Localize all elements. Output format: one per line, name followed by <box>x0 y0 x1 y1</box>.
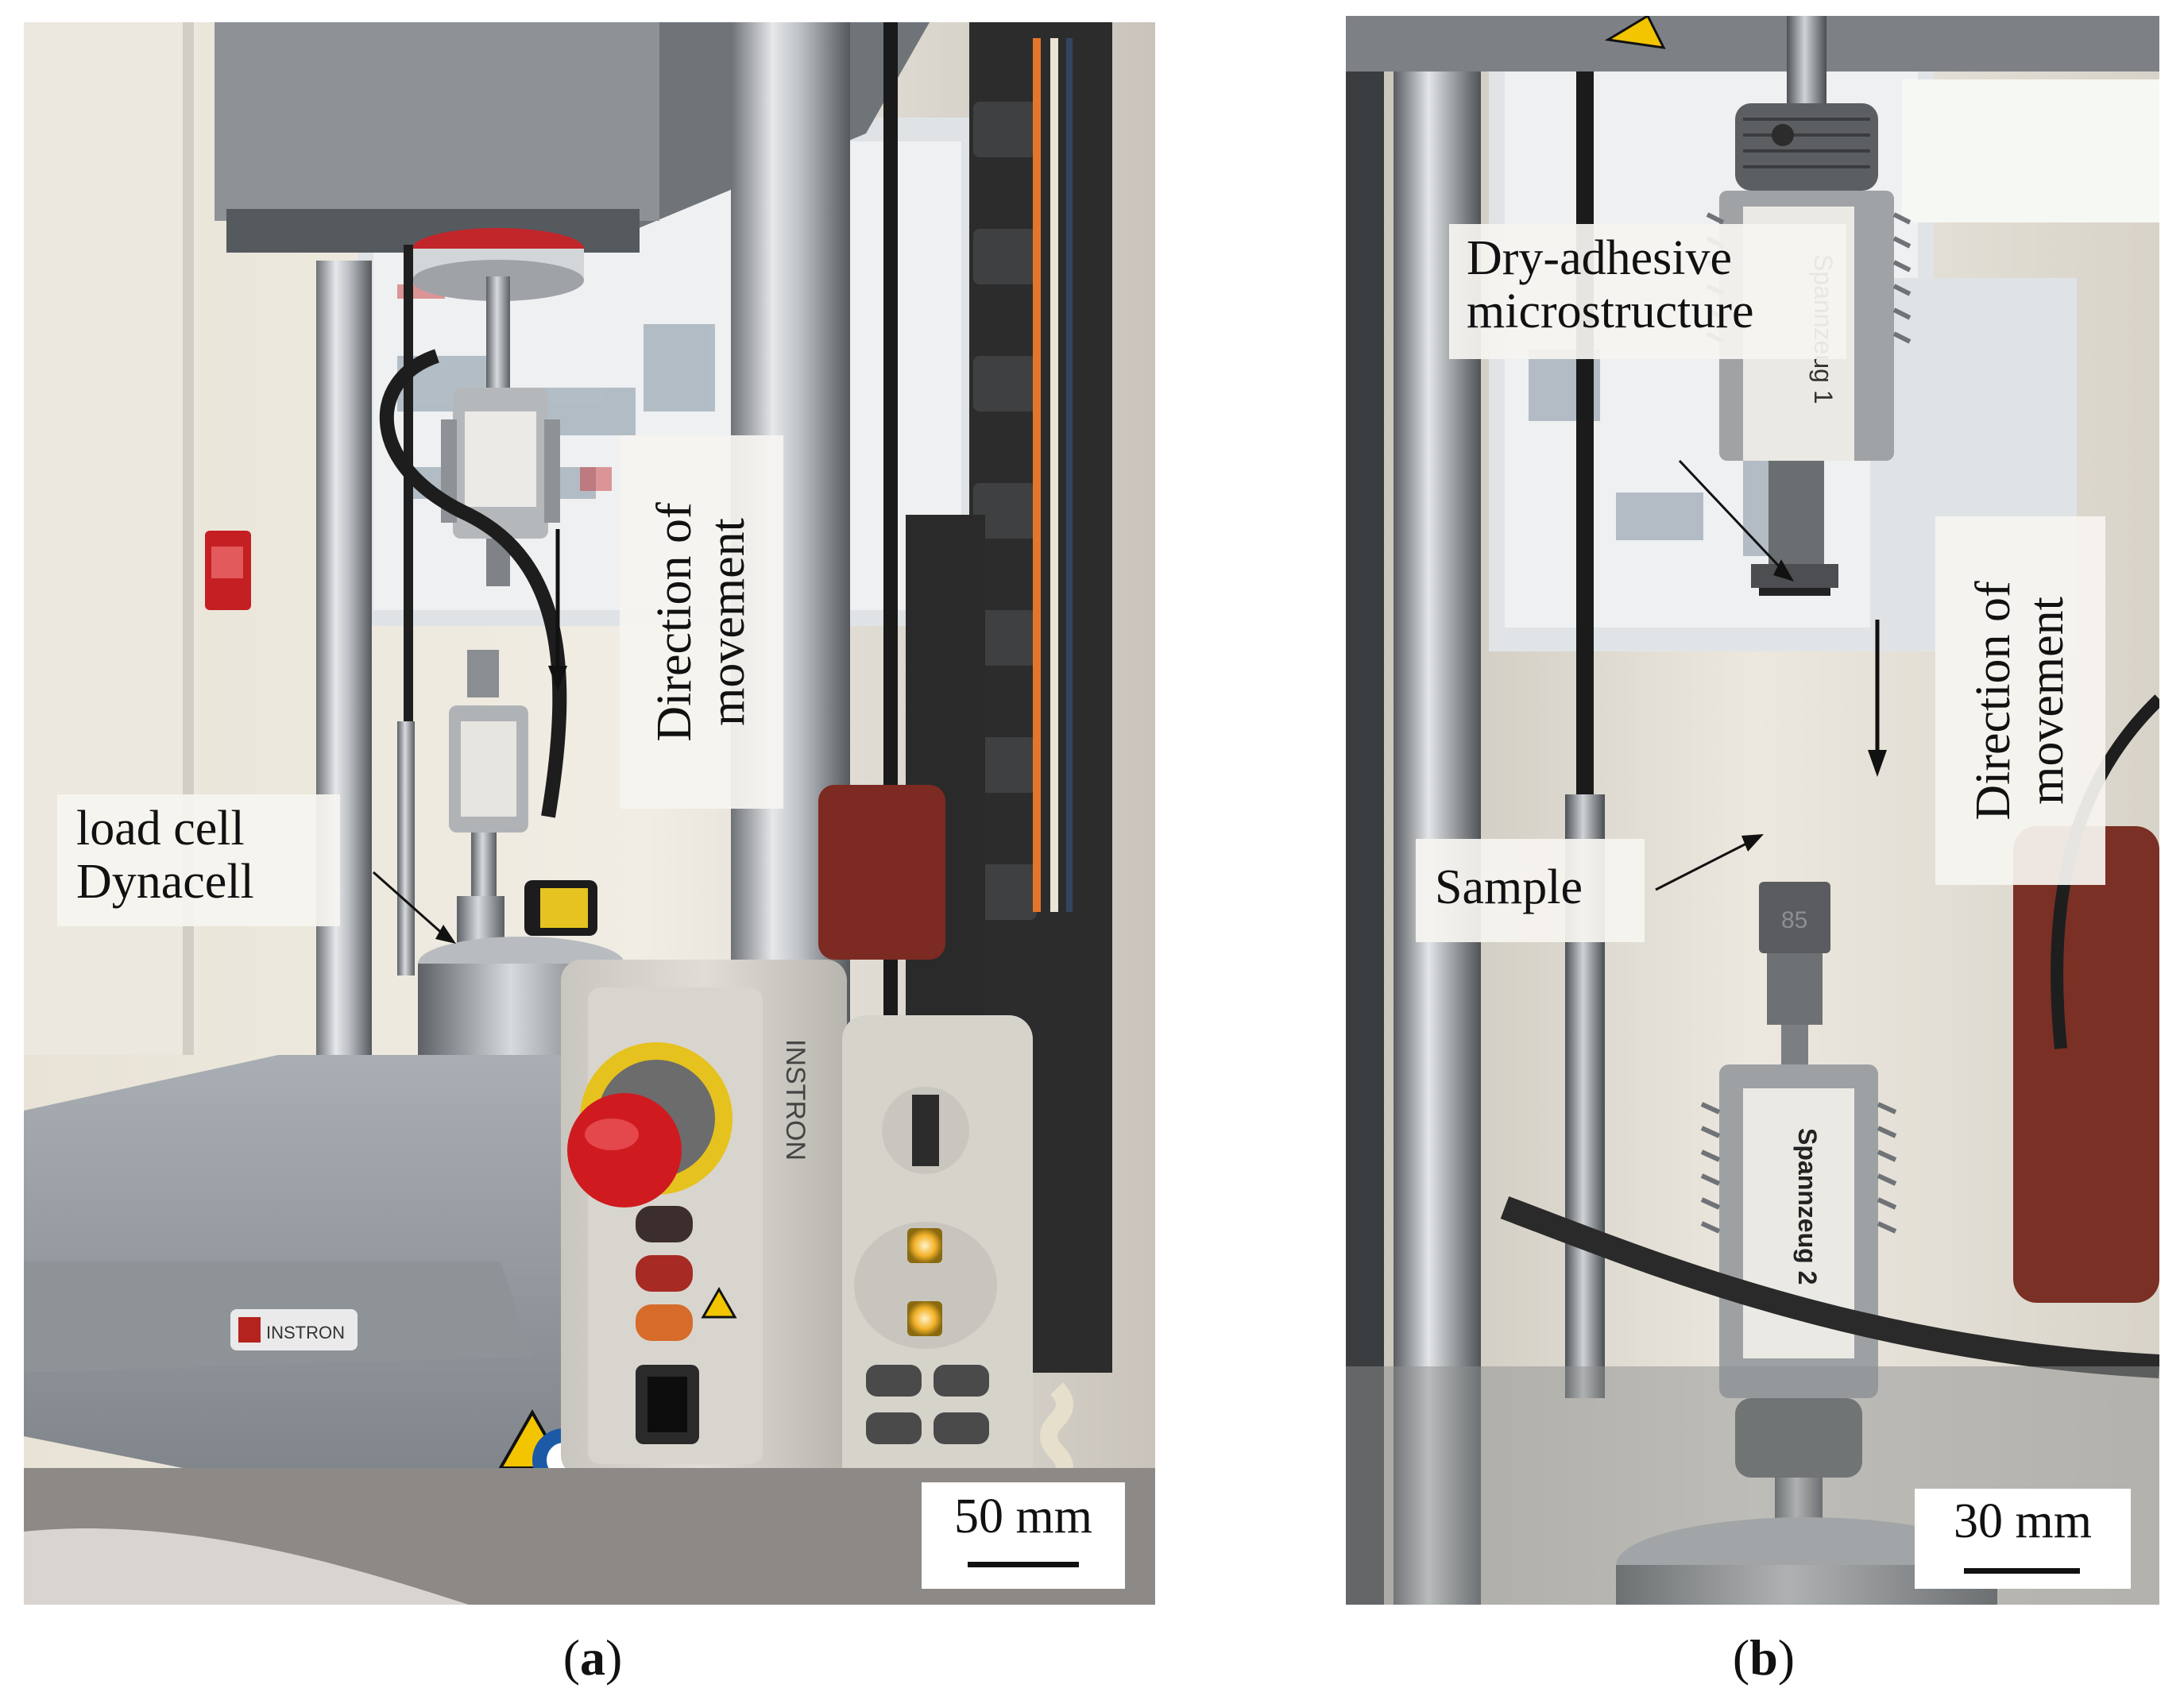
brand-plate-text: INSTRON <box>266 1323 345 1343</box>
load-cell-label: load cell Dynacell <box>57 794 340 926</box>
photo-panel-a: INSTRON INSTRON <box>24 22 1155 1605</box>
caption-a-open: ( <box>562 1629 580 1686</box>
caption-a-close: ) <box>605 1629 623 1686</box>
scale-bar-a-line <box>968 1562 1079 1567</box>
scale-bar-b-text: 30 mm <box>1954 1494 2092 1548</box>
load-cell-label-line2: Dynacell <box>76 854 254 909</box>
direction-label-a: Direction of movement <box>620 435 783 809</box>
scale-bar-b: 30 mm <box>1915 1489 2131 1589</box>
direction-label-b-line1: Direction of <box>1966 581 2021 821</box>
caption-b: (b) <box>1684 1629 1843 1687</box>
pendant-brand-text: INSTRON <box>780 1039 810 1161</box>
dry-adhesive-label-line2: microstructure <box>1467 284 1754 338</box>
scale-bar-b-line <box>1964 1568 2080 1574</box>
sample-label: Sample <box>1416 839 1645 942</box>
caption-a: (a) <box>513 1629 672 1687</box>
dry-adhesive-label: Dry-adhesive microstructure <box>1449 224 1846 359</box>
caption-b-open: ( <box>1732 1629 1750 1686</box>
photo-panel-b: Spannzeug 1 85 Spannzeug 2 <box>1346 16 2159 1605</box>
direction-label-b: Direction of movement <box>1935 516 2105 885</box>
caption-b-letter: b <box>1749 1629 1778 1686</box>
fixture-2-text: Spannzeug 2 <box>1793 1128 1822 1285</box>
scale-bar-a: 50 mm <box>922 1482 1125 1589</box>
caption-a-letter: a <box>580 1629 605 1686</box>
sample-number-text: 85 <box>1781 907 1807 933</box>
direction-label-a-line1: Direction of <box>647 502 702 742</box>
caption-b-close: ) <box>1777 1629 1796 1686</box>
load-cell-label-line1: load cell <box>76 802 245 856</box>
dry-adhesive-label-line1: Dry-adhesive <box>1467 231 1732 285</box>
direction-label-b-line2: movement <box>2020 597 2074 805</box>
sample-label-text: Sample <box>1435 860 1583 914</box>
scale-bar-a-text: 50 mm <box>954 1489 1092 1544</box>
direction-label-a-line2: movement <box>701 518 755 726</box>
